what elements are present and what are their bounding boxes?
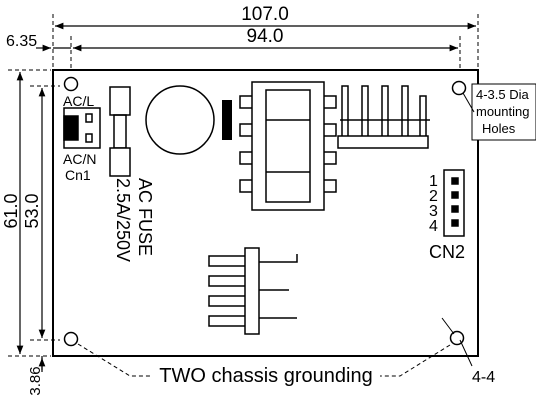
pcb-board-outline	[52, 69, 479, 357]
dim-hole-offset: 6.35	[6, 33, 37, 50]
dim-overall-height: 61.0	[1, 193, 21, 228]
cn2-pin-3: 3	[429, 203, 438, 220]
dim-overall-width: 107.0	[241, 4, 289, 25]
capacitor	[145, 85, 215, 155]
cn1-live-label: AC/L	[63, 93, 94, 109]
dim-bottom-offset: 3.86	[27, 366, 44, 395]
cn2-pin-2: 2	[429, 188, 438, 205]
mounting-holes-line-3: Holes	[482, 121, 516, 136]
dim-hole-spacing-height: 53.0	[22, 193, 42, 228]
mounting-holes-callout-box	[471, 83, 536, 141]
mounting-hole-bottom-left	[63, 331, 79, 347]
mounting-hole-top-left	[63, 76, 79, 92]
fuse	[109, 86, 131, 177]
dim-hole-spacing-width: 94.0	[247, 26, 284, 47]
fuse-rating: 2.5A/250V	[113, 178, 133, 262]
cn1-neutral-label: AC/N	[63, 151, 96, 167]
mounting-holes-line-2: mounting	[476, 104, 529, 119]
mounting-hole-bottom-right	[449, 330, 465, 346]
cn2-connector	[443, 169, 465, 237]
transformer	[239, 81, 337, 211]
heatsink-top	[337, 85, 430, 149]
grounding-label: TWO chassis grounding	[159, 365, 372, 387]
fuse-label: AC FUSE	[135, 178, 155, 256]
cn1-name-label: Cn1	[65, 167, 91, 183]
cn1-connector	[63, 107, 101, 149]
heatsink-bottom	[208, 247, 298, 335]
mounting-holes-line-1: 4-3.5 Dia	[476, 87, 530, 102]
grounding-leader-left	[77, 343, 150, 377]
mounting-hole-top-right	[451, 80, 467, 96]
capacitor-band	[222, 100, 232, 140]
cn2-pin-4: 4	[429, 218, 438, 235]
cn2-pin-1: 1	[429, 173, 438, 190]
cn2-name-label: CN2	[429, 242, 465, 262]
ground-reference-label: 4-4	[472, 369, 495, 386]
grounding-leader-right	[380, 344, 451, 377]
